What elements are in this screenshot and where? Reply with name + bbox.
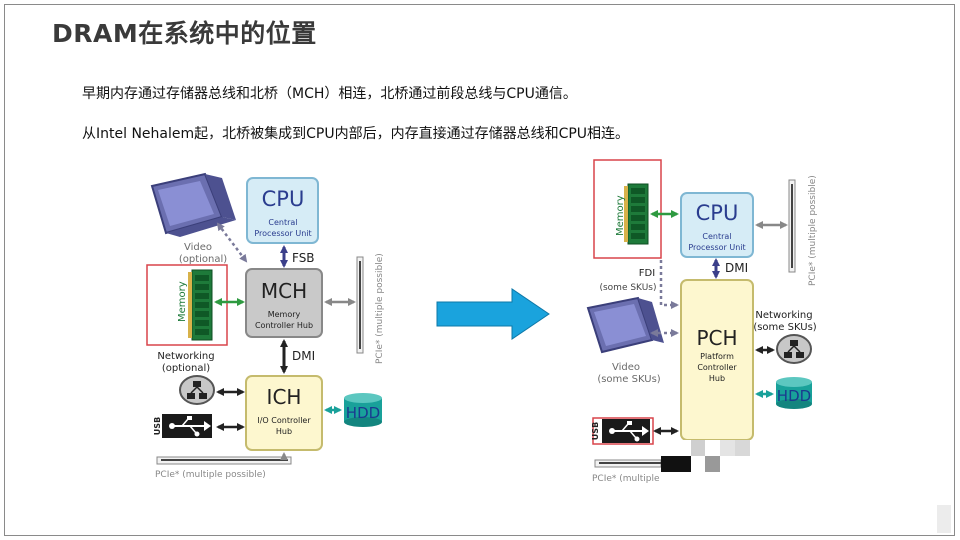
network-icon xyxy=(179,375,215,405)
text-line-2: 从Intel Nehalem起，北桥被集成到CPU内部后，内存直接通过存储器总线… xyxy=(82,126,630,142)
fdi-link xyxy=(659,260,679,309)
video-optional-label: (optional) xyxy=(179,254,227,265)
video-label-right: Video xyxy=(612,362,640,373)
fsb-label: FSB xyxy=(292,251,315,265)
pcie-right-label: PCIe* (multiple possible) xyxy=(375,253,385,364)
cpu-sub2-right: Processor Unit xyxy=(688,243,745,252)
cpu-sub1-right: Central xyxy=(702,232,731,241)
mosaic-block-3 xyxy=(720,440,735,456)
network-icon-right xyxy=(776,334,812,364)
ich-sub1: I/O Controller xyxy=(257,416,311,425)
pch-sub3: Hub xyxy=(709,374,725,383)
dmi-label: DMI xyxy=(292,349,315,363)
video-label: Video xyxy=(184,242,212,253)
usb-label: USB xyxy=(153,417,162,435)
usb-icon-right xyxy=(602,419,650,443)
networking-optional-label: (optional) xyxy=(162,363,210,374)
pch-sub2: Controller xyxy=(697,363,737,372)
ich-sub2: Hub xyxy=(276,427,292,436)
monitor-icon xyxy=(150,172,236,237)
networking-label-right: Networking xyxy=(755,310,812,321)
slide xyxy=(4,4,955,536)
mosaic-block-5 xyxy=(937,505,951,533)
ich-title: ICH xyxy=(267,385,302,409)
mosaic-block-4 xyxy=(735,440,750,456)
cpu-box-right xyxy=(680,192,754,258)
text-line-1: 早期内存通过存储器总线和北桥（MCH）相连，北桥通过前段总线与CPU通信。 xyxy=(82,86,577,102)
video-skus-label: (some SKUs) xyxy=(597,374,660,385)
dmi-label-right: DMI xyxy=(725,261,748,275)
video-link xyxy=(216,222,248,263)
cpu-title: CPU xyxy=(262,187,305,211)
pch-title: PCH xyxy=(696,326,737,350)
networking-label: Networking xyxy=(157,351,214,362)
memory-highlight-right xyxy=(593,159,662,259)
usb-icon xyxy=(162,414,212,438)
memory-module-icon xyxy=(188,269,213,341)
fdi-label: FDI xyxy=(639,268,655,279)
mch-sub2: Controller Hub xyxy=(255,321,313,330)
pcie-bottom-label-right: PCIe* (multiple xyxy=(592,474,660,484)
cpu-title-right: CPU xyxy=(696,201,739,225)
pch-sub1: Platform xyxy=(700,352,734,361)
pcie-right-label-2: PCIe* (multiple possible) xyxy=(808,175,818,286)
mch-title: MCH xyxy=(261,279,307,303)
mch-sub1: Memory xyxy=(268,310,301,319)
networking-skus-label: (some SKUs) xyxy=(753,322,816,333)
page-title: DRAM在系统中的位置 xyxy=(52,19,317,48)
right-diagram: Memory CPU Central Processor Unit PCIe* … xyxy=(586,159,951,533)
mosaic-block-2 xyxy=(705,456,720,472)
mch-box xyxy=(245,268,323,338)
fdi-skus-label: (some SKUs) xyxy=(599,283,656,293)
pcie-bottom-label: PCIe* (multiple possible) xyxy=(155,470,266,480)
cpu-box xyxy=(246,177,319,244)
hdd-icon xyxy=(344,393,382,427)
hdd-label-right: HDD xyxy=(777,387,811,405)
mosaic-block-1 xyxy=(691,440,705,456)
cpu-sub1: Central xyxy=(268,218,297,227)
transition-arrow xyxy=(436,288,550,340)
left-diagram: Video (optional) CPU Central Processor U… xyxy=(146,172,385,480)
monitor-icon-right xyxy=(586,296,664,354)
memory-label-right: Memory xyxy=(615,195,626,236)
mosaic-block-dark xyxy=(661,456,691,472)
ich-box xyxy=(245,375,323,451)
memory-module-icon-right xyxy=(624,183,649,245)
usb-label-right: USB xyxy=(591,422,600,440)
memory-label: Memory xyxy=(177,281,188,322)
hdd-label: HDD xyxy=(346,404,380,422)
cpu-sub2: Processor Unit xyxy=(254,229,311,238)
hdd-icon-right xyxy=(776,377,812,409)
